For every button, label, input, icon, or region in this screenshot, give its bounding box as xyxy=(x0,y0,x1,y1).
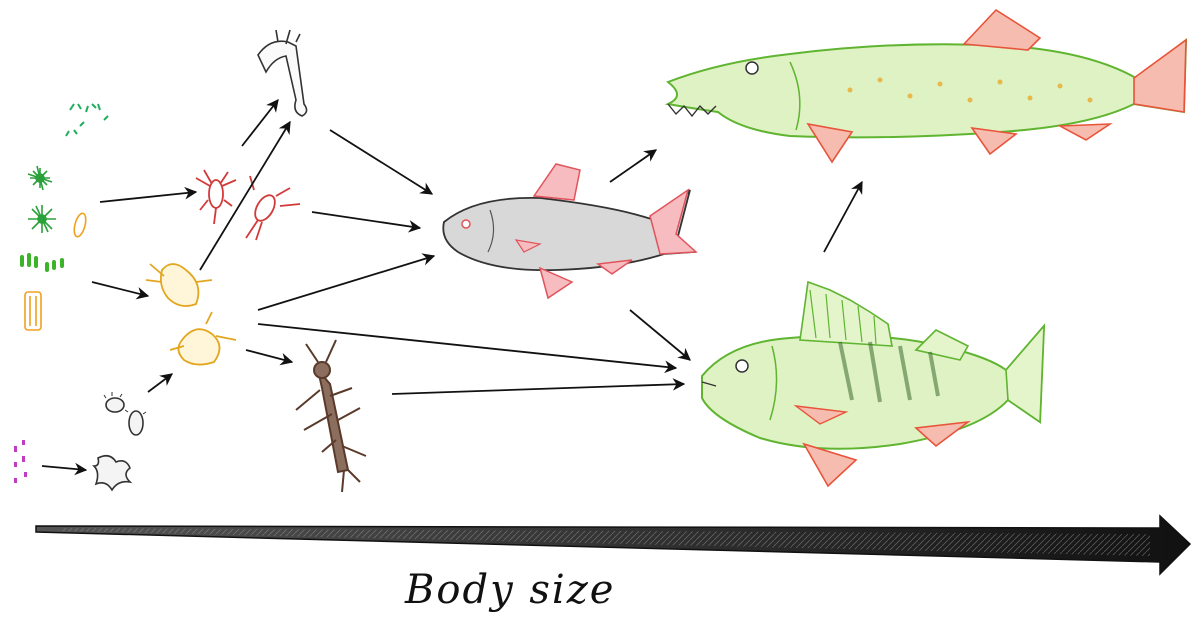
daphnia-icon xyxy=(146,264,236,365)
axis-label-body-size: Body size xyxy=(405,560,705,620)
arrow-larva-to-roach xyxy=(330,130,432,194)
arrow-copepod-to-roach xyxy=(312,212,420,228)
amoeba-icon xyxy=(94,456,130,490)
arrow-copepod-to-larva xyxy=(242,100,278,146)
bacteria-icon xyxy=(14,440,27,483)
arrow-roach-to-perch xyxy=(630,310,690,360)
perch-fish-icon xyxy=(702,282,1044,486)
ciliate-icon xyxy=(104,392,146,435)
arrow-algae-to-copepod xyxy=(100,192,196,202)
arrow-daphnia-to-roach xyxy=(258,256,434,310)
arrow-bacteria-to-amoeba xyxy=(42,466,86,470)
arrow-algae-to-daphnia xyxy=(92,282,148,296)
copepod-icon xyxy=(196,170,300,240)
roach-fish-icon xyxy=(443,164,696,298)
arrow-daphnia-to-insect xyxy=(246,350,292,362)
arrow-ciliate-to-daphnia xyxy=(148,374,172,392)
arrow-insect-to-perch xyxy=(392,384,684,394)
arrow-roach-to-pike xyxy=(610,150,656,182)
insect-larva-icon xyxy=(296,340,366,492)
arrow-perch-to-pike xyxy=(824,182,862,252)
algae-icon xyxy=(20,104,108,330)
pike-fish-icon xyxy=(668,10,1186,162)
larva-icon xyxy=(258,30,307,116)
